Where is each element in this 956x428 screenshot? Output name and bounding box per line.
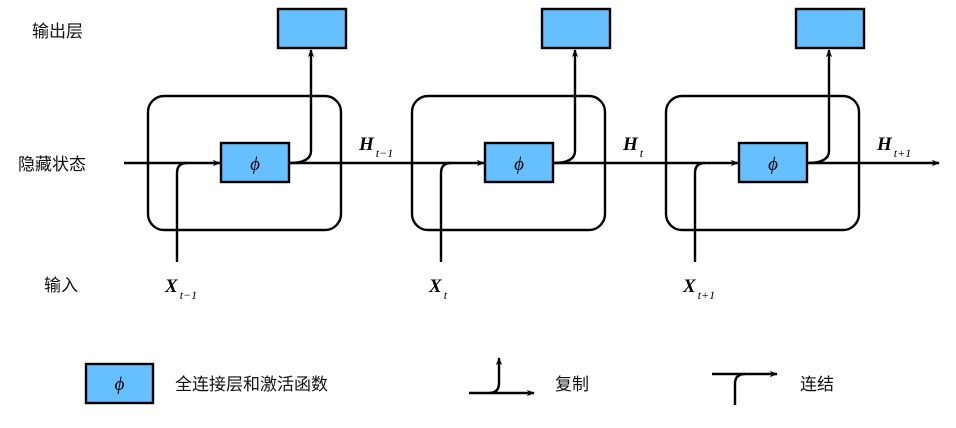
legend: ϕ 全连接层和激活函数 复制 连结 [84, 357, 834, 405]
legend-concat: 连结 [712, 370, 834, 405]
legend-concat-label: 连结 [800, 375, 834, 395]
output-node [540, 7, 612, 50]
phi-symbol: ϕ [768, 154, 778, 175]
output-copy-arrow [288, 49, 315, 165]
concat-icon [712, 370, 778, 405]
legend-fc-label: 全连接层和激活函数 [175, 375, 328, 395]
input-concat-line [439, 161, 452, 262]
phi-symbol: ϕ [250, 154, 260, 175]
legend-fc-box [84, 362, 155, 405]
copy-icon [469, 357, 535, 397]
input-concat-line [175, 161, 188, 262]
legend-phi-symbol: ϕ [115, 374, 125, 395]
legend-fc: ϕ 全连接层和激活函数 [84, 362, 328, 405]
hidden-state-label: 隐藏状态 [18, 155, 86, 175]
phi-node [219, 141, 291, 184]
legend-copy-label: 复制 [555, 375, 589, 395]
output-node [794, 7, 866, 50]
output-layer-label: 输出层 [32, 22, 83, 42]
phi-node [737, 141, 809, 184]
input-concat-line [693, 161, 706, 262]
output-node [276, 7, 348, 50]
output-copy-arrow [552, 49, 579, 165]
input-label: 输入 [44, 276, 78, 296]
phi-symbol: ϕ [514, 154, 524, 175]
output-copy-arrow [806, 49, 833, 165]
legend-copy: 复制 [469, 357, 589, 397]
